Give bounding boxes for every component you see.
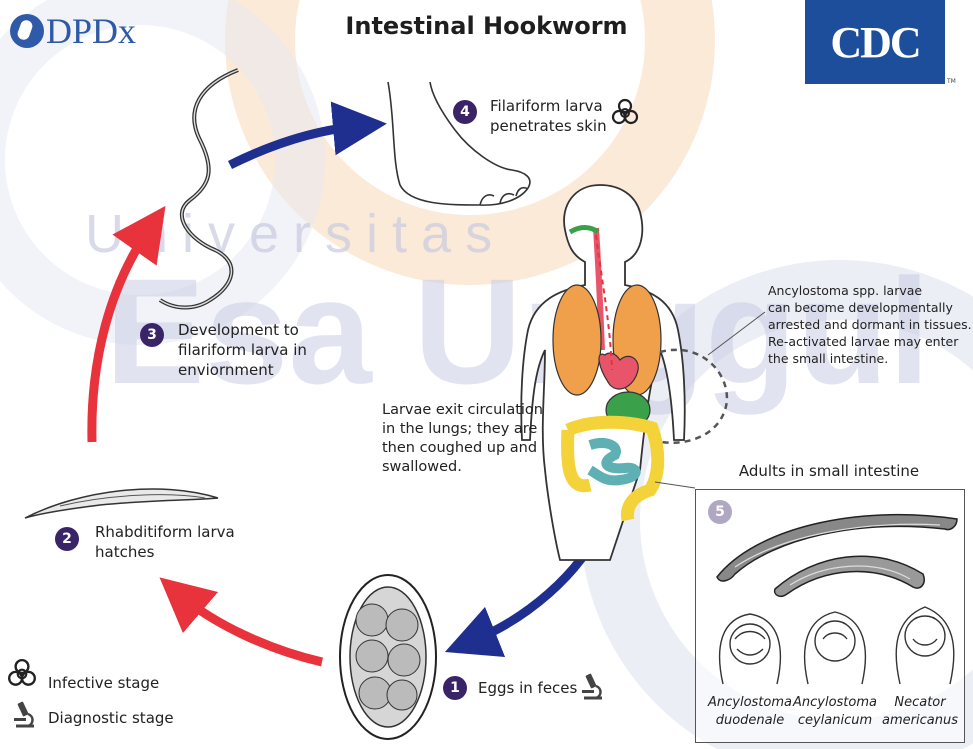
stage-badge-2: 2 [55, 527, 79, 551]
blue-arrow-filariform-to-skin [230, 126, 360, 165]
adult-worm-2 [775, 556, 925, 596]
stage-label-1: Eggs in feces [478, 678, 577, 698]
stage-label-2-line2: hatches [95, 542, 235, 562]
stage-label-4-line2: penetrates skin [490, 116, 607, 136]
left-lung [553, 285, 601, 395]
red-arrow-egg-to-rhabditiform [180, 595, 322, 662]
lungs-note: Larvae exit circulation in the lungs; th… [382, 401, 543, 477]
legend-biohazard-icon [6, 658, 38, 690]
dormant-callout-line [708, 312, 765, 355]
biohazard-icon [610, 98, 640, 128]
lungs-note-line1: Larvae exit circulation [382, 401, 543, 420]
stage-label-3-line2: filariform larva in [178, 340, 307, 360]
legend-microscope-icon [10, 700, 38, 730]
adults-callout-line [655, 482, 695, 488]
lungs-note-line2: in the lungs; they are [382, 420, 543, 439]
legend-diagnostic-label: Diagnostic stage [48, 709, 174, 727]
lungs-note-line4: swallowed. [382, 458, 543, 477]
stage-badge-3: 3 [140, 323, 164, 347]
dormant-note-line3: arrested and dormant in tissues. [768, 316, 972, 333]
stage-label-3: Development to filariform larva in envio… [178, 320, 307, 380]
stage-label-2: Rhabditiform larva hatches [95, 522, 235, 562]
stage-label-3-line1: Development to [178, 320, 307, 340]
stage-badge-4: 4 [453, 100, 477, 124]
lungs-note-line3: then coughed up and [382, 439, 543, 458]
dormant-note-line2: can become developmentally [768, 299, 972, 316]
filariform-larva [160, 70, 238, 308]
dormant-note-line5: the small intestine. [768, 350, 972, 367]
stage-badge-1: 1 [443, 676, 467, 700]
stage-label-4-line1: Filariform larva [490, 96, 607, 116]
stage-label-2-line1: Rhabditiform larva [95, 522, 235, 542]
stage-label-3-line3: enviornment [178, 360, 307, 380]
dormant-note-line4: Re-activated larvae may enter [768, 333, 972, 350]
dormant-note-line1: Ancylostoma spp. larvae [768, 282, 972, 299]
legend-infective-label: Infective stage [48, 674, 159, 692]
stage-label-4: Filariform larva penetrates skin [490, 96, 607, 136]
rhabditiform-larva [25, 489, 218, 518]
mouthpart-ancylostoma-duodenale [720, 614, 781, 684]
microscope-icon [578, 672, 606, 702]
adults-box-title: Adults in small intestine [695, 462, 963, 480]
species-3-line1: Necator [870, 694, 970, 712]
species-3-line2: americanus [870, 712, 970, 730]
species-label-necator-americanus: Necator americanus [870, 694, 970, 730]
mouthpart-necator-americanus [896, 607, 954, 684]
hookworm-egg [340, 575, 436, 739]
mouthpart-ancylostoma-ceylanicum [805, 612, 866, 684]
dormant-note: Ancylostoma spp. larvae can become devel… [768, 282, 972, 367]
